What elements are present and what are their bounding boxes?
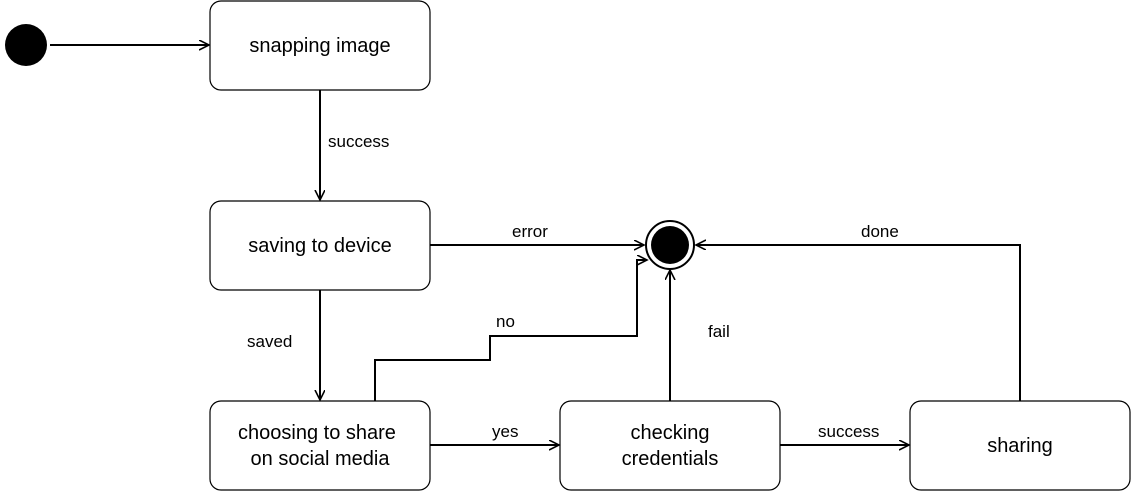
label-choosing-to-end: no [496, 312, 515, 331]
state-snapping-image-label: snapping image [249, 35, 390, 57]
state-choosing-to-share-label-line2: on social media [251, 448, 391, 470]
label-saving-to-choosing: saved [247, 332, 292, 351]
transition-sharing-to-end [696, 245, 1021, 401]
label-saving-to-end: error [512, 222, 548, 241]
state-checking-credentials-label-line2: credentials [622, 448, 719, 470]
state-saving-to-device-label: saving to device [248, 235, 391, 257]
label-checking-to-end: fail [708, 322, 730, 341]
label-sharing-to-end: done [861, 222, 899, 241]
label-choosing-to-checking: yes [492, 422, 518, 441]
final-node [645, 220, 695, 270]
state-sharing-label: sharing [987, 435, 1053, 457]
state-saving-to-device: saving to device [209, 200, 431, 291]
state-choosing-to-share: choosing to share on social media [209, 400, 431, 491]
transition-choosing-to-end [374, 260, 647, 401]
label-snapping-to-saving: success [328, 132, 389, 151]
label-checking-to-sharing: success [818, 422, 879, 441]
state-checking-credentials-label-line1: checking [631, 422, 710, 444]
state-checking-credentials: checking credentials [559, 400, 781, 491]
initial-node [5, 24, 47, 66]
state-sharing: sharing [909, 400, 1131, 491]
state-snapping-image: snapping image [209, 0, 431, 91]
state-choosing-to-share-label-line1: choosing to share [238, 422, 396, 444]
